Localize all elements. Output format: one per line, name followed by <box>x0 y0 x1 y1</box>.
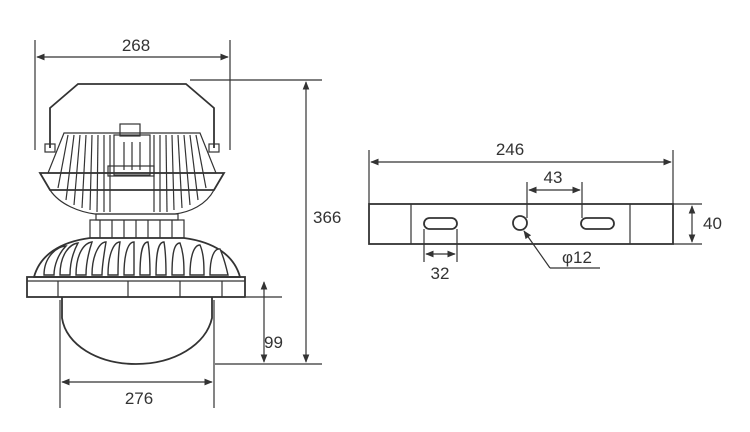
bracket-plate <box>368 203 674 245</box>
height-total-label: 366 <box>313 208 341 227</box>
bracket-slot-left <box>423 217 458 230</box>
dimension-width-bottom: 276 <box>59 300 215 408</box>
lamp-hanger-bracket <box>49 83 215 148</box>
dome-height-label: 99 <box>264 333 283 352</box>
hole-diameter-label: φ12 <box>562 248 592 267</box>
bracket-center-hole <box>512 215 528 231</box>
width-top-label: 268 <box>122 36 150 55</box>
width-bottom-label: 276 <box>125 389 153 408</box>
slot-width-label: 32 <box>431 264 450 283</box>
lamp-front-view <box>26 83 246 365</box>
dimension-hole-diameter: φ12 <box>523 230 600 269</box>
dimension-slot-width: 32 <box>423 229 458 283</box>
mounting-bracket <box>368 203 674 245</box>
dimension-bracket-length: 246 <box>368 140 674 204</box>
bracket-slot-right <box>580 217 615 230</box>
dimension-dome-height: 99 <box>246 281 283 363</box>
lamp-glass-dome <box>61 297 213 365</box>
dimension-bracket-height: 40 <box>673 203 722 245</box>
lamp-hanger-pin-left <box>44 143 56 153</box>
lamp-rim <box>26 276 246 298</box>
hole-spacing-label: 43 <box>544 168 563 187</box>
lamp-neck <box>95 213 179 221</box>
dimension-width-top: 268 <box>34 36 231 150</box>
bracket-height-label: 40 <box>703 214 722 233</box>
bracket-length-label: 246 <box>496 140 524 159</box>
dimension-hole-spacing: 43 <box>526 168 583 218</box>
lamp-lower-fins <box>43 241 229 276</box>
lamp-top-fins <box>57 134 207 213</box>
lamp-hanger-pin-right <box>208 143 220 153</box>
dimension-height-total: 366 <box>190 79 341 365</box>
